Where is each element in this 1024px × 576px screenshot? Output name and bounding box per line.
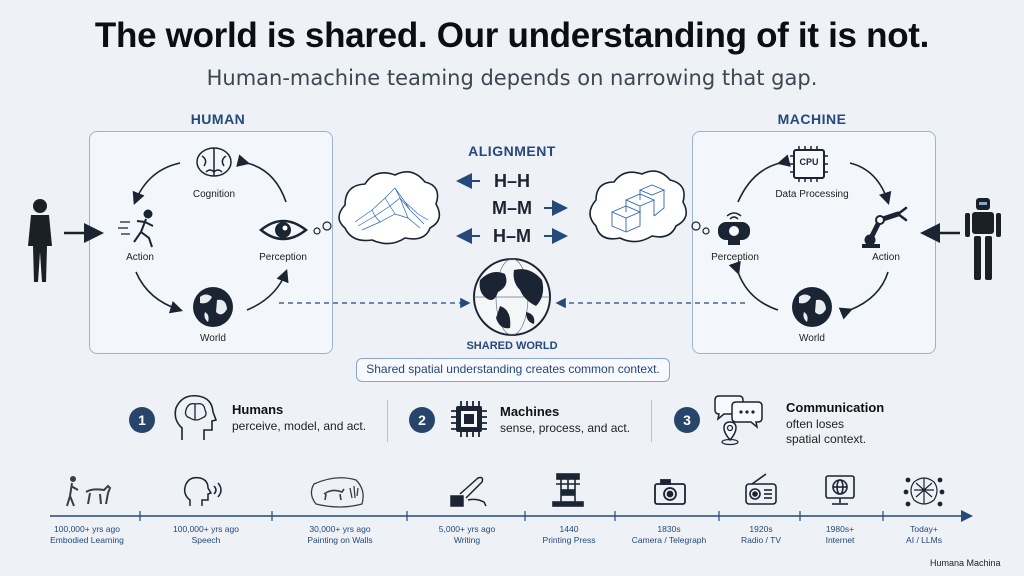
human-world-label: World: [200, 333, 226, 344]
point-3-body-line1: often loses: [786, 417, 845, 431]
timeline-label: Printing Press: [542, 535, 596, 545]
human-and-animal-icon: [66, 476, 112, 507]
printing-press-icon: [552, 473, 584, 507]
timeline-date: 5,000+ yrs ago: [438, 524, 496, 534]
timeline-date: 100,000+ yrs ago: [173, 524, 239, 534]
cave-painting-icon: [310, 477, 364, 508]
camera-icon: [654, 479, 686, 505]
timeline-label: Painting on Walls: [307, 535, 373, 545]
diagram-graphics: [28, 146, 1001, 336]
timeline-date: 30,000+ yrs ago: [309, 524, 371, 534]
timeline-item-internet: 1980s+ Internet: [790, 524, 890, 546]
sensor-camera-icon: [718, 212, 750, 245]
machine-mental-model-cloud: [589, 170, 710, 243]
timeline-date: Today+: [910, 524, 938, 534]
point-divider: [651, 400, 652, 442]
timeline-label: Internet: [825, 535, 855, 545]
timeline-graphics: [50, 473, 973, 522]
cpu-chip-icon: [790, 146, 828, 182]
human-perception-label: Perception: [259, 252, 307, 263]
timeline-label: Embodied Learning: [50, 535, 124, 545]
point-3-body-line2: spatial context.: [786, 432, 867, 446]
point-1-body: perceive, model, and act.: [232, 419, 367, 433]
alignment-hm: H–M: [492, 226, 531, 246]
microchip-icon: [451, 401, 487, 437]
running-person-icon: [118, 209, 154, 248]
shared-world-label: SHARED WORLD: [466, 340, 558, 352]
machine-world-label: World: [799, 333, 825, 344]
human-panel-label: HUMAN: [190, 111, 246, 127]
human-silhouette-icon: [28, 199, 52, 282]
timeline-date: 1980s+: [825, 524, 855, 534]
timeline-date: 1830s: [657, 524, 681, 534]
robot-figure-icon: [965, 198, 1001, 280]
brain-icon: [196, 147, 232, 177]
alignment-hh: H–H: [493, 171, 530, 191]
point-2-badge: 2: [409, 407, 435, 433]
shared-world-globe-icon: [473, 258, 551, 336]
timeline-label: Radio / TV: [740, 535, 781, 545]
timeline-label: Camera / Telegraph: [631, 535, 707, 545]
point-1-badge: 1: [129, 407, 155, 433]
point-2-title: Machines: [500, 404, 560, 419]
page-subtitle: Human-machine teaming depends on narrowi…: [206, 66, 818, 90]
robot-arm-icon: [862, 206, 908, 248]
timeline-date: 1920s: [749, 524, 773, 534]
timeline-label: Writing: [453, 535, 481, 545]
machine-panel-label: MACHINE: [777, 111, 847, 127]
point-divider: [387, 400, 388, 442]
human-head-brain-icon: [174, 394, 218, 440]
cpu-chip-text: CPU: [799, 157, 819, 167]
timeline-label: AI / LLMs: [906, 535, 942, 545]
brand-footer: Humana Machina: [930, 558, 1001, 568]
timeline-item-speech: 100,000+ yrs ago Speech: [156, 524, 256, 546]
alignment-title: ALIGNMENT: [468, 143, 556, 159]
quill-writing-icon: [450, 476, 487, 507]
point-1-title: Humans: [232, 402, 284, 417]
timeline-date: 1440: [559, 524, 579, 534]
human-action-label: Action: [126, 252, 154, 263]
world-globe-icon: [193, 287, 233, 327]
machine-data-processing-label: Data Processing: [775, 189, 849, 200]
point-2-body: sense, process, and act.: [500, 421, 631, 435]
machine-perception-label: Perception: [711, 252, 759, 263]
human-mental-model-cloud: [313, 170, 441, 245]
point-3-title: Communication: [786, 400, 885, 415]
machine-world-globe-icon: [792, 287, 832, 327]
neural-network-icon: [903, 477, 945, 507]
page-title: The world is shared. Our understanding o…: [94, 16, 930, 55]
point-3-badge: 3: [674, 407, 700, 433]
timeline-item-press: 1440 Printing Press: [519, 524, 619, 546]
machine-action-label: Action: [872, 252, 900, 263]
timeline-item-painting: 30,000+ yrs ago Painting on Walls: [290, 524, 390, 546]
timeline-date: 100,000+ yrs ago: [54, 524, 120, 534]
alignment-mm: M–M: [492, 198, 532, 218]
timeline-item-camera: 1830s Camera / Telegraph: [619, 524, 719, 546]
timeline-item-ai: Today+ AI / LLMs: [874, 524, 974, 546]
timeline-item-embodied: 100,000+ yrs ago Embodied Learning: [37, 524, 137, 546]
radio-icon: [745, 473, 777, 505]
timeline-item-writing: 5,000+ yrs ago Writing: [417, 524, 517, 546]
globe-monitor-icon: [825, 475, 855, 505]
shared-context-callout: Shared spatial understanding creates com…: [356, 358, 670, 382]
human-cognition-label: Cognition: [192, 189, 236, 200]
timeline-item-radio: 1920s Radio / TV: [711, 524, 811, 546]
chat-bubbles-location-icon: [714, 395, 763, 446]
timeline-label: Speech: [191, 535, 221, 545]
speaking-head-icon: [183, 476, 222, 506]
eye-icon: [259, 219, 309, 241]
